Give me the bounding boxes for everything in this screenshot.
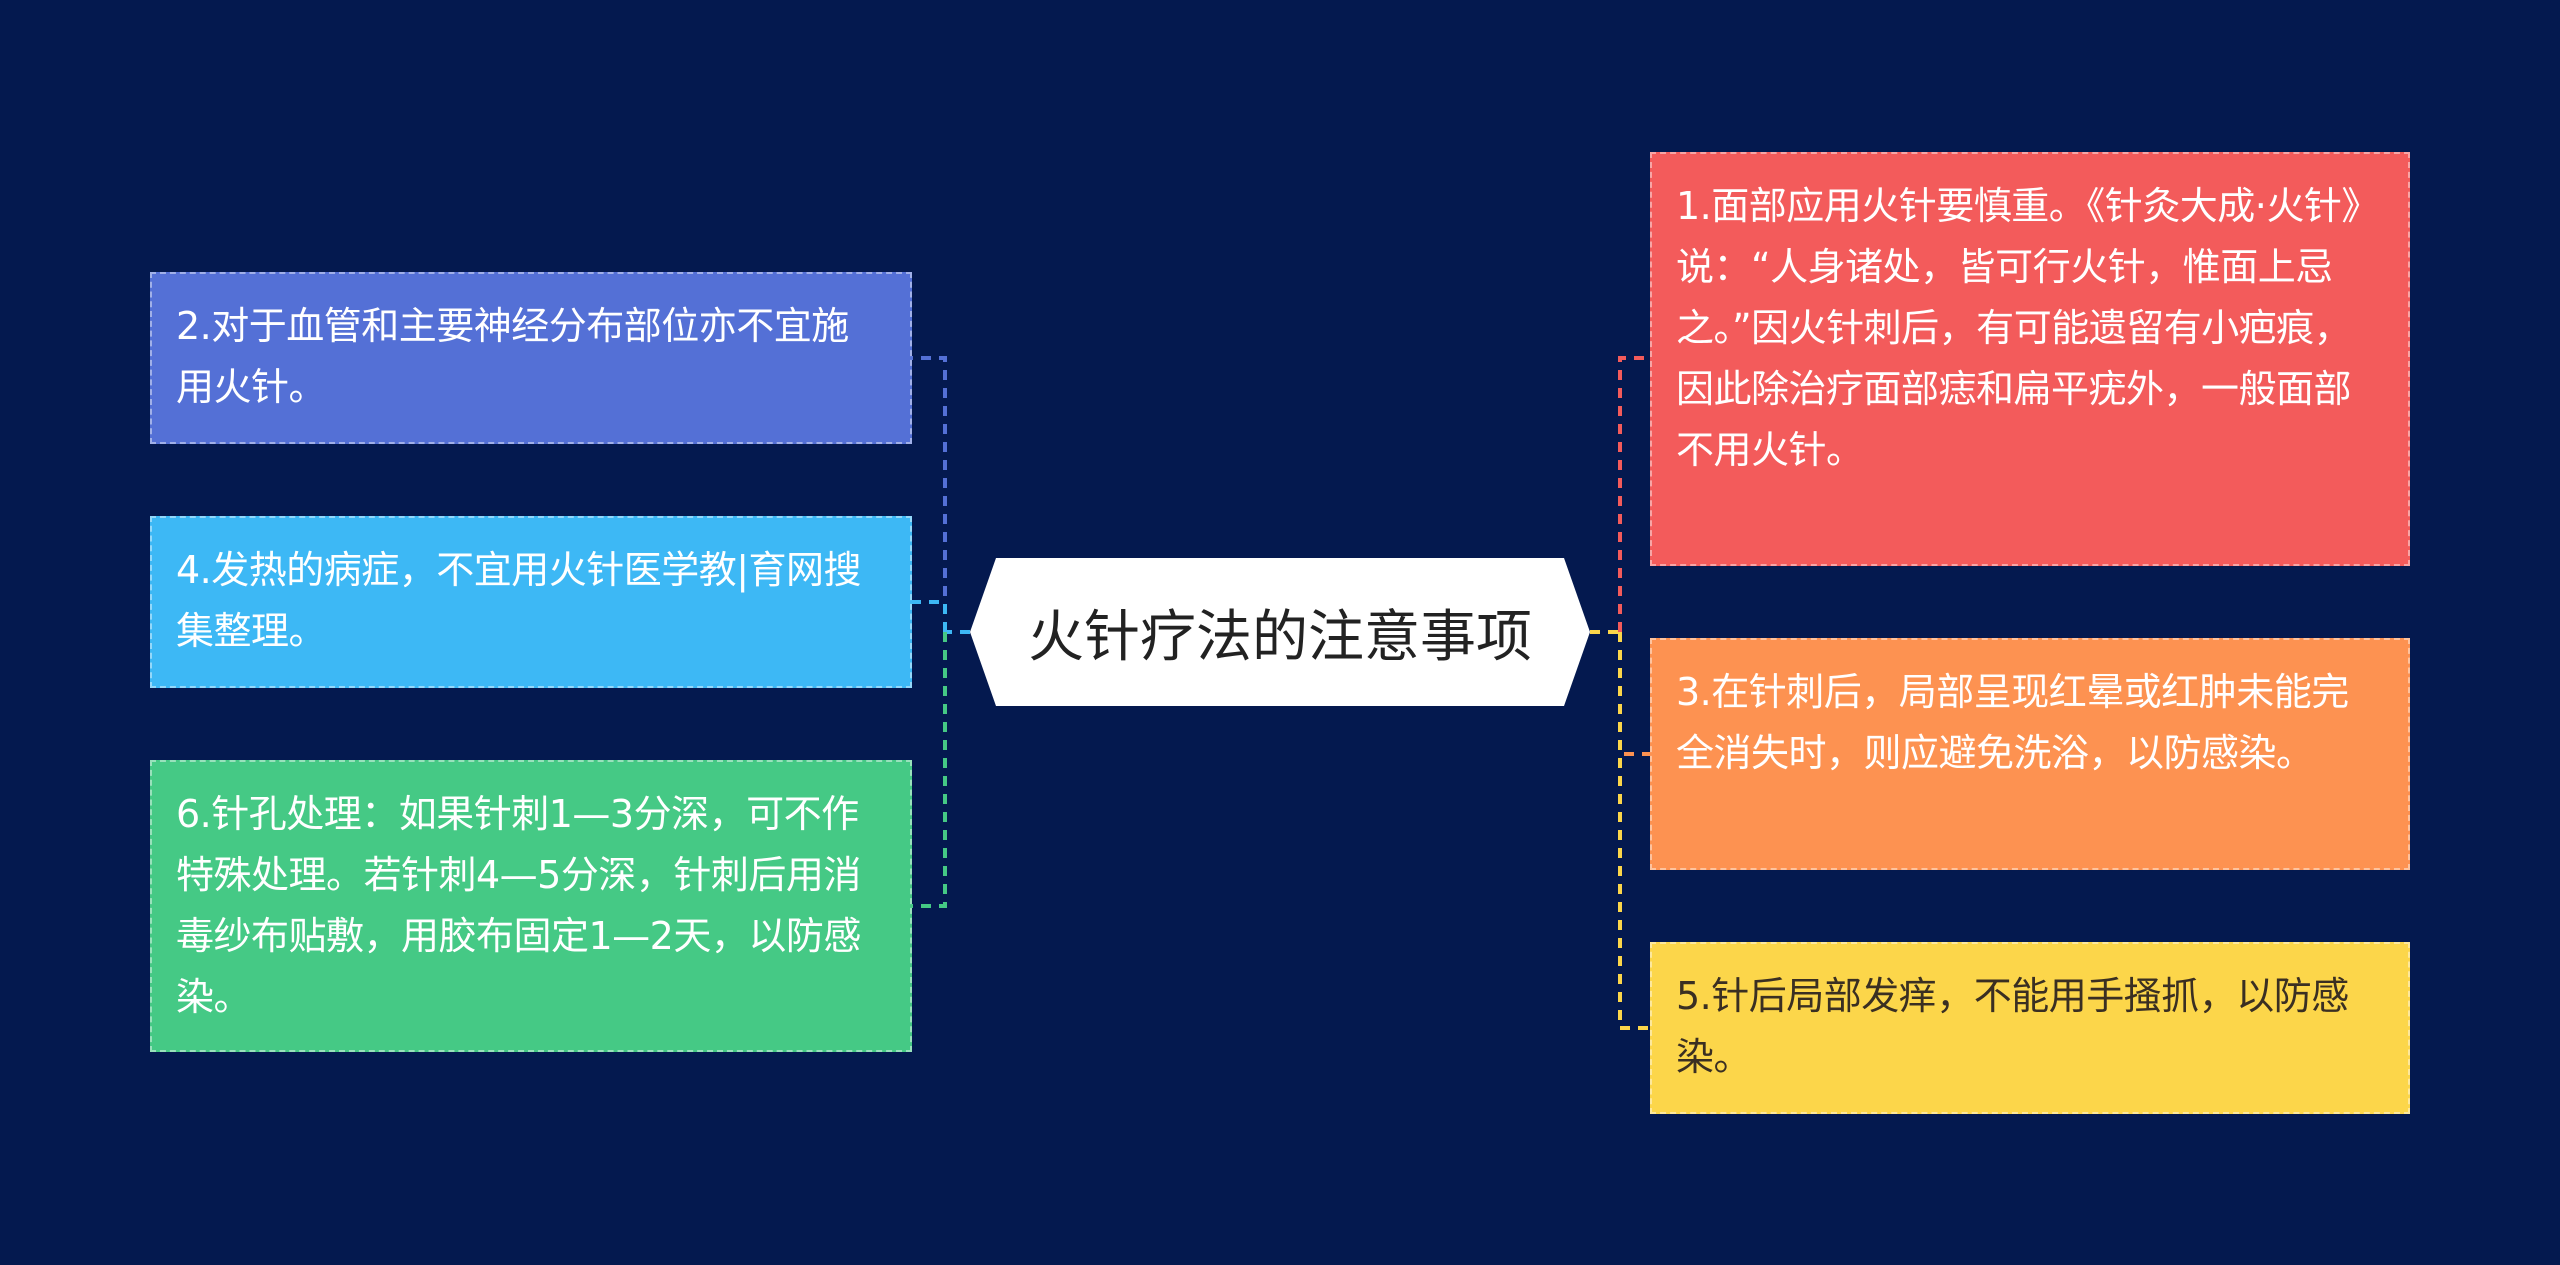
connector-node-5 [1618,632,1650,1030]
topic-node-2-text: 2.对于血管和主要神经分布部位亦不宜施用火针。 [176,304,849,409]
topic-node-5-text: 5.针后局部发痒，不能用手搔抓，以防感染。 [1676,974,2349,1079]
topic-node-1[interactable]: 1.面部应用火针要慎重。《针灸大成·火针》说：“人身诸处，皆可行火针，惟面上忌之… [1650,152,2410,566]
topic-node-3-text: 3.在针刺后，局部呈现红晕或红肿未能完全消失时，则应避免洗浴，以防感染。 [1676,670,2349,775]
topic-node-1-text: 1.面部应用火针要慎重。《针灸大成·火针》说：“人身诸处，皆可行火针，惟面上忌之… [1676,184,2379,472]
root-node[interactable]: 火针疗法的注意事项 [970,558,1590,706]
connector-node-4 [912,600,947,632]
topic-node-3[interactable]: 3.在针刺后，局部呈现红晕或红肿未能完全消失时，则应避免洗浴，以防感染。 [1650,638,2410,870]
connector-node-2 [912,356,947,632]
topic-node-4[interactable]: 4.发热的病症，不宜用火针医学教|育网搜集整理。 [150,516,912,688]
connector-node-6 [912,632,947,908]
connector-node-3 [1618,632,1650,756]
root-node-shape [970,558,1590,706]
topic-node-6-text: 6.针孔处理：如果针刺1—3分深，可不作特殊处理。若针刺4—5分深，针刺后用消毒… [176,792,861,1019]
topic-node-4-text: 4.发热的病症，不宜用火针医学教|育网搜集整理。 [176,548,862,653]
topic-node-5[interactable]: 5.针后局部发痒，不能用手搔抓，以防感染。 [1650,942,2410,1114]
connector-node-1 [1618,356,1650,632]
connector-lines [912,356,1650,1030]
topic-node-6[interactable]: 6.针孔处理：如果针刺1—3分深，可不作特殊处理。若针刺4—5分深，针刺后用消毒… [150,760,912,1052]
topic-node-2[interactable]: 2.对于血管和主要神经分布部位亦不宜施用火针。 [150,272,912,444]
root-node-label: 火针疗法的注意事项 [1028,604,1532,670]
